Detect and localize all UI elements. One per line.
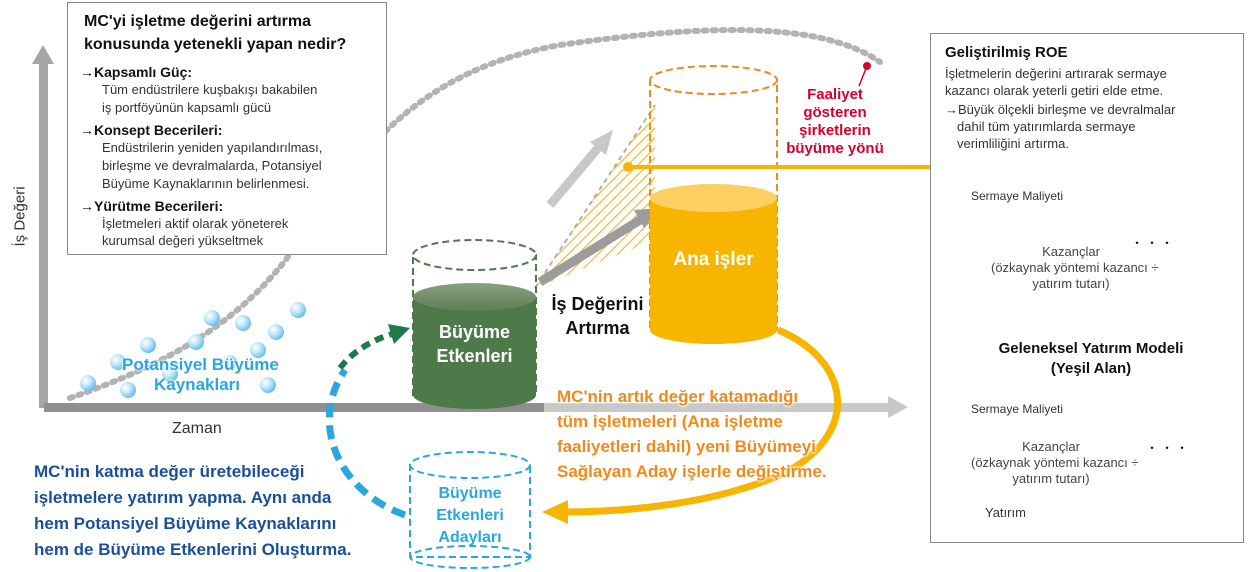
earnings-bottom: Kazançlar (özkaynak yöntemi kazancı ÷ ya… [971, 439, 1139, 486]
creation-dashed-arrow [337, 324, 410, 370]
roe-panel: Geliştirilmiş ROE İşletmelerin değerini … [930, 33, 1244, 543]
ellipsis-top: ・・・ [1131, 236, 1177, 250]
x-axis-label: Zaman [172, 420, 222, 437]
info-item-2-line3: Büyüme Kaynaklarının belirlenmesi. [102, 176, 310, 191]
roe-arrow-line1: →Büyük ölçekli birleşme ve devralmalar [945, 102, 1176, 117]
x-axis [44, 396, 908, 418]
info-item-2-heading: →Konsept Becerileri: [80, 122, 223, 138]
roe-desc-line1: İşletmelerin değerini artırarak sermaye [945, 66, 1167, 81]
roe-arrow-line2: dahil tüm yatırımlarda sermaye [957, 119, 1136, 134]
growth-drivers-label: Büyüme Etkenleri [436, 322, 513, 366]
growth-direction-label: Faaliyet gösteren şirketlerin büyüme yön… [786, 86, 884, 157]
investment-label: Yatırım [985, 505, 1026, 520]
core-business-cylinder [649, 65, 778, 344]
replacement-text: MC'nin artık değer katamadığı tüm işletm… [557, 387, 827, 481]
replacement-loop-arrow [542, 326, 841, 524]
info-item-3-line1: İşletmeleri aktif olarak yöneterek [102, 216, 289, 231]
direction-pointer [858, 62, 871, 87]
growth-arrow-light [546, 130, 613, 208]
roe-arrow-line3: verimliliğini artırma. [957, 136, 1069, 151]
info-item-1-heading: →Kapsamlı Güç: [80, 64, 193, 80]
y-axis [32, 45, 54, 408]
info-item-1-line2: iş portföyünün kapsamlı gücü [102, 100, 272, 115]
candidate-cylinder [409, 451, 531, 569]
growth-drivers-cylinder [412, 239, 537, 409]
cost-of-capital-bottom: Sermaye Maliyeti [971, 402, 1064, 416]
investment-text: MC'nin katma değer üretebileceği işletme… [34, 462, 352, 559]
ellipsis-bottom: ・・・ [1146, 441, 1192, 455]
info-box-title-line2: konusunda yetenekli yapan nedir? [84, 36, 347, 53]
info-item-3-line2: kurumsal değeri yükseltmek [102, 233, 264, 248]
potential-sources-label: Potansiyel Büyüme Kaynakları [122, 355, 279, 394]
info-item-2-line1: Endüstrilerin yeniden yapılandırılması, [102, 140, 323, 155]
info-item-3-heading: →Yürütme Becerileri: [80, 198, 224, 214]
roe-title: Geliştirilmiş ROE [945, 44, 1068, 61]
bubble-cluster [80, 302, 306, 398]
earnings-top: Kazançlar (özkaynak yöntemi kazancı ÷ ya… [991, 244, 1159, 291]
candidates-label: Büyüme Etkenleri Adayları [436, 485, 504, 546]
info-item-2-line2: birleşme ve devralmalarda, Potansiyel [102, 158, 322, 173]
info-item-1-line1: Tüm endüstrilere kuşbakışı bakabilen [102, 82, 318, 97]
info-box-title-line1: MC'yi işletme değerini artırma [84, 13, 311, 30]
raise-value-label: İş Değerini Artırma [551, 294, 644, 338]
traditional-model-title: Geleneksel Yatırım Modeli (Yeşil Alan) [998, 340, 1184, 377]
info-box: MC'yi işletme değerini artırma konusunda… [67, 2, 387, 255]
investment-dashed-arc [325, 367, 407, 519]
roe-desc-line2: kazancı olarak yeterli getiri elde etme. [945, 83, 1164, 98]
core-business-label: Ana işler [673, 249, 754, 270]
cost-of-capital-top: Sermaye Maliyeti [971, 189, 1064, 203]
y-axis-label: İş Değeri [11, 186, 29, 247]
